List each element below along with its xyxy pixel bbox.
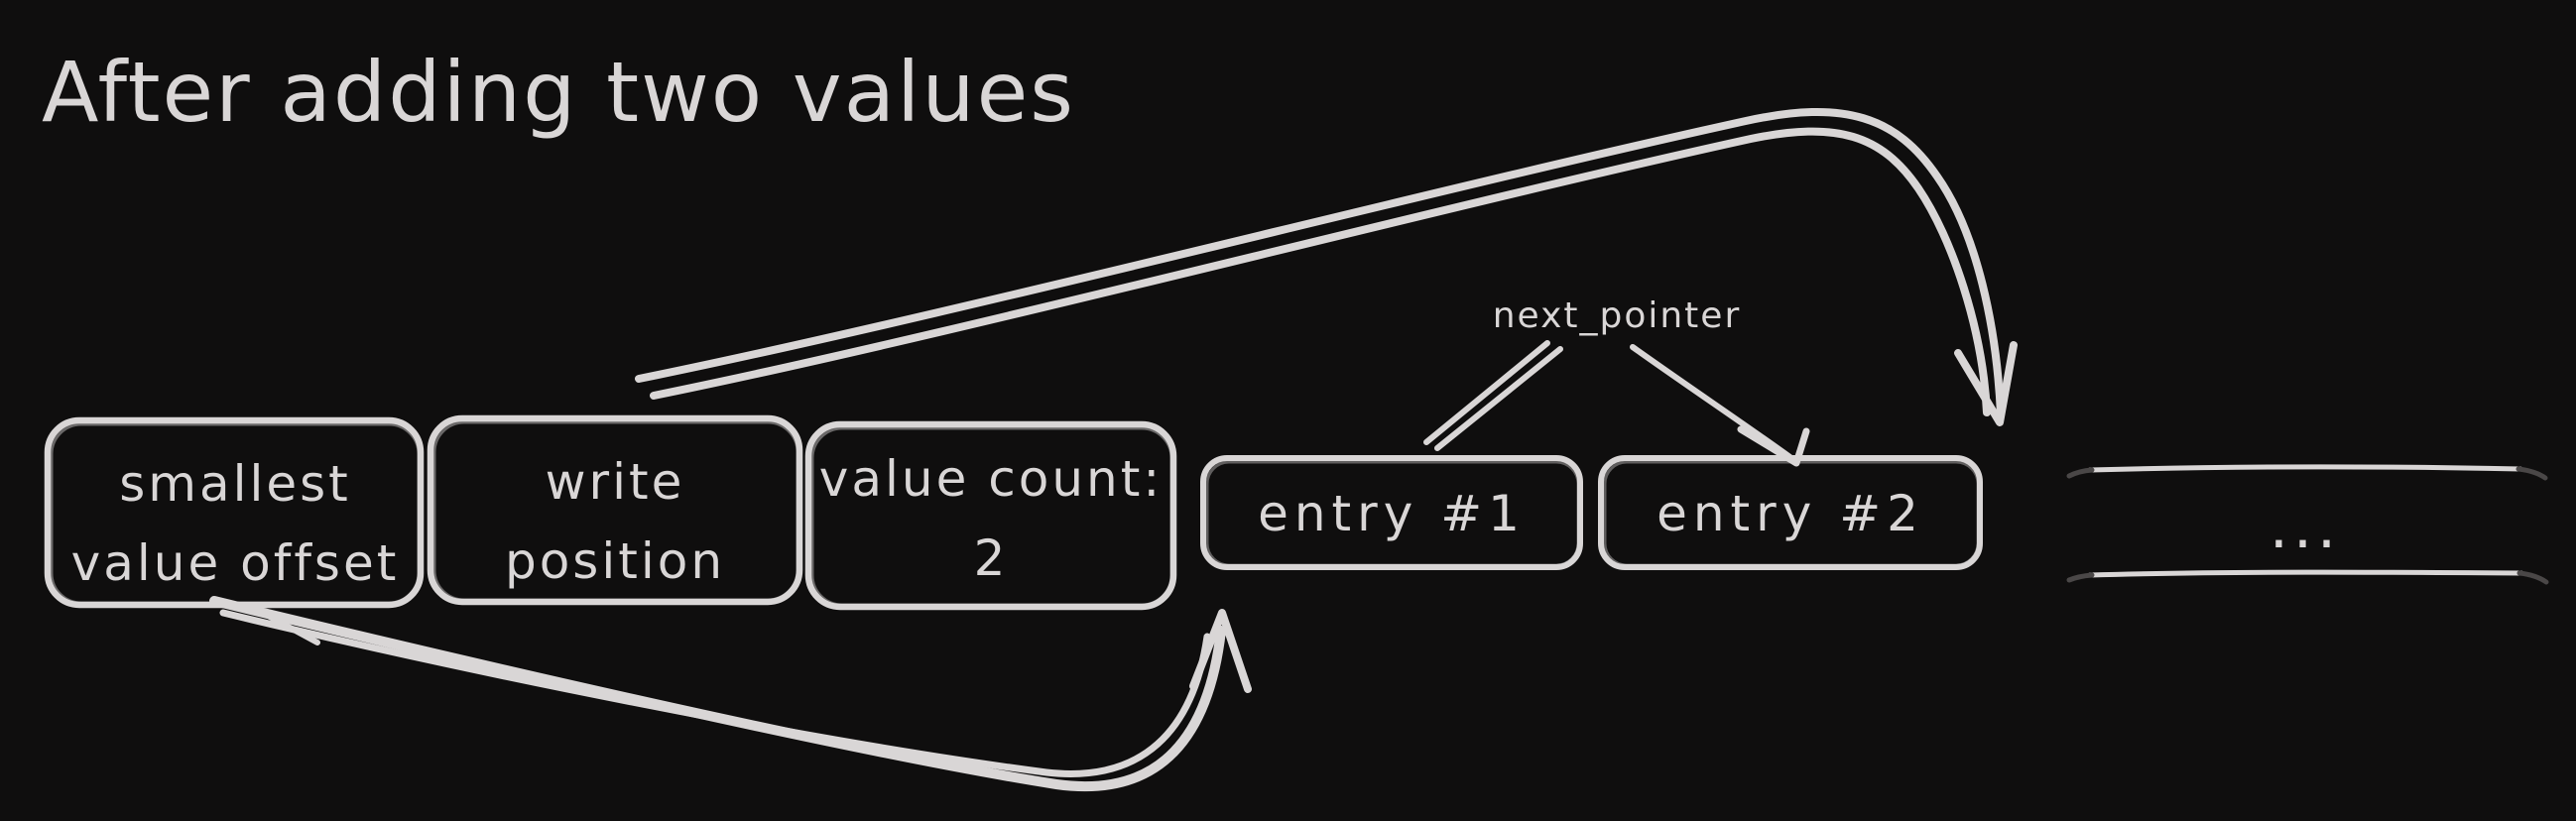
box-entry-2: entry #2 <box>1598 455 1983 570</box>
write-position-to-end-arrow <box>635 108 2018 426</box>
next-pointer-to-entry-2-arrow <box>1630 344 1810 467</box>
box-smallest-value-offset-label-line1: smallest <box>119 455 351 513</box>
arrowhead <box>1954 341 2018 426</box>
box-smallest-value-offset: smallest value offset <box>44 416 425 609</box>
box-entry-1-label: entry #1 <box>1258 485 1526 542</box>
arrow-start-tick <box>245 602 320 645</box>
box-value-count: value count: 2 <box>804 420 1177 611</box>
continuation-edge-hook <box>2516 570 2549 585</box>
smallest-value-offset-to-entry-1-arrow <box>209 596 1252 792</box>
arrowhead <box>1737 425 1810 467</box>
box-value-count-label-line1: value count: <box>819 450 1163 508</box>
box-entry-1: entry #1 <box>1200 455 1583 570</box>
box-smallest-value-offset-label-line2: value offset <box>71 534 400 592</box>
box-entry-2-label: entry #2 <box>1656 485 1924 542</box>
continuation-edge-hook <box>2066 572 2095 583</box>
next-pointer-to-entry-1-line <box>1423 340 1563 451</box>
continuation-edge-hook <box>2066 467 2095 479</box>
box-write-position-label-line2: position <box>505 532 725 590</box>
box-value-count-label-line2: 2 <box>974 529 1009 587</box>
continuation-edge-hook <box>2515 466 2548 481</box>
diagram-title: After adding two values <box>42 44 1075 141</box>
next-pointer-label: next_pointer <box>1493 295 1742 336</box>
box-continuation: ... <box>2066 464 2549 585</box>
arrowhead <box>1189 609 1252 693</box>
box-write-position-label-line1: write <box>546 453 685 511</box>
box-write-position: write position <box>427 414 803 606</box>
box-continuation-label: ... <box>2269 493 2341 562</box>
